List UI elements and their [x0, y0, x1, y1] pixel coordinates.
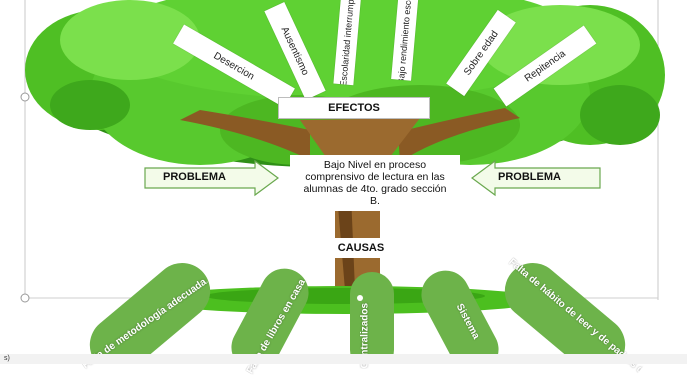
root-shape-4	[421, 270, 499, 374]
tree-roots	[89, 263, 626, 374]
status-bar: s)	[0, 354, 687, 364]
root-shape-5	[504, 263, 626, 373]
root-shape-2	[231, 268, 309, 372]
problem-text: Bajo Nivel en proceso comprensivo de lec…	[303, 159, 447, 207]
effects-title: EFECTOS	[328, 102, 380, 114]
status-bar-text: s)	[4, 355, 10, 362]
causes-title: CAUSAS	[337, 242, 385, 254]
resize-handle-left	[20, 92, 30, 102]
effects-title-box: EFECTOS	[278, 97, 430, 119]
resize-handle-bottom-left	[20, 293, 30, 303]
root-shape-3	[350, 272, 394, 372]
right-problem-arrow	[470, 159, 601, 197]
problem-box: Bajo Nivel en proceso comprensivo de lec…	[290, 155, 460, 211]
root-marker-dot	[357, 295, 363, 301]
problem-label-left: PROBLEMA	[163, 171, 226, 183]
left-problem-arrow	[144, 159, 280, 197]
root-shape-1	[89, 263, 211, 373]
problem-label-right: PROBLEMA	[498, 171, 561, 183]
causes-title-box: CAUSAS	[320, 238, 402, 258]
